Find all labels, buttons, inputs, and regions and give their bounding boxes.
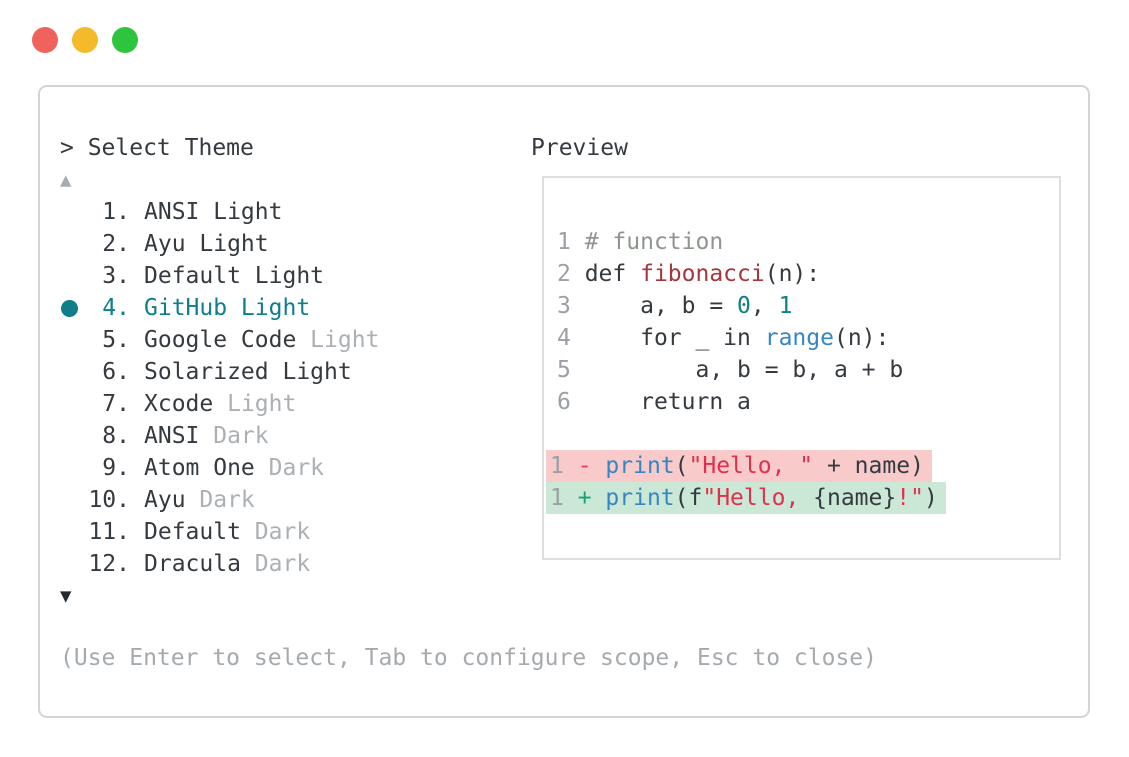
- code-token-comment: # function: [584, 229, 724, 255]
- code-token-text: def: [584, 261, 641, 287]
- theme-item-label: Google Code Light: [144, 327, 380, 353]
- code-line: 3 a, b = 0, 1: [544, 290, 1059, 322]
- code-token-gutter: 1: [557, 229, 585, 255]
- theme-item-number: 2.: [102, 231, 130, 257]
- code-token-builtin: print: [605, 453, 675, 479]
- theme-list-item[interactable]: 3. Default Light: [60, 260, 379, 292]
- code-line: 6 return a: [544, 386, 1059, 418]
- code-line: 1 # function: [544, 226, 1059, 258]
- theme-item-number: 5.: [102, 327, 130, 353]
- theme-list-item[interactable]: 5. Google Code Light: [60, 324, 379, 356]
- theme-item-number: 12.: [88, 551, 130, 577]
- theme-item-label: Default Dark: [144, 519, 311, 545]
- code-token-text: for _ in: [584, 325, 765, 351]
- theme-list-item[interactable]: 6. Solarized Light: [60, 356, 379, 388]
- code-token-gutter: 1: [550, 453, 578, 479]
- code-token-builtin: print: [605, 485, 675, 511]
- theme-item-number: 11.: [88, 519, 130, 545]
- code-token-gutter: 1: [550, 485, 578, 511]
- theme-item-label: Atom One Dark: [144, 455, 325, 481]
- code-token-string: "Hello,: [702, 485, 814, 511]
- theme-item-label: Ayu Dark: [144, 487, 255, 513]
- code-token-builtin: range: [764, 325, 834, 351]
- code-token-text: a, b = b, a + b: [584, 357, 904, 383]
- theme-item-label: ANSI Dark: [144, 423, 269, 449]
- preview-title: Preview: [531, 135, 628, 161]
- diff-lines: 1 - print("Hello, " + name)1 + print(f"H…: [544, 450, 1059, 514]
- theme-list-item[interactable]: 4. GitHub Light: [60, 292, 379, 324]
- theme-item-label: GitHub Light: [144, 295, 311, 321]
- code-token-text: ,: [750, 293, 779, 319]
- code-token-gutter: 5: [557, 357, 585, 383]
- theme-item-number: 4.: [102, 295, 130, 321]
- theme-item-label: Default Light: [144, 263, 325, 289]
- code-token-diff_minus_sign: -: [577, 453, 606, 479]
- theme-item-label: Ayu Light: [144, 231, 269, 257]
- code-token-text: ): [923, 485, 938, 511]
- selected-item-bullet-icon: [60, 299, 88, 317]
- theme-item-number: 9.: [102, 455, 130, 481]
- code-token-string: !": [896, 485, 924, 511]
- minimize-window-icon[interactable]: [72, 27, 98, 53]
- code-token-text: {name}: [813, 485, 897, 511]
- theme-list-item[interactable]: 10. Ayu Dark: [60, 484, 379, 516]
- maximize-window-icon[interactable]: [112, 27, 138, 53]
- theme-item-number: 10.: [88, 487, 130, 513]
- theme-item-label: ANSI Light: [144, 199, 283, 225]
- theme-item-number: 7.: [102, 391, 130, 417]
- select-theme-prompt: > Select Theme: [60, 135, 254, 161]
- theme-list-item[interactable]: 12. Dracula Dark: [60, 548, 379, 580]
- theme-item-number: 3.: [102, 263, 130, 289]
- code-line: 4 for _ in range(n):: [544, 322, 1059, 354]
- theme-list-item[interactable]: 11. Default Dark: [60, 516, 379, 548]
- theme-list-item[interactable]: 2. Ayu Light: [60, 228, 379, 260]
- window-controls: [32, 27, 138, 53]
- code-token-text: (n):: [764, 261, 821, 287]
- code-token-number: 1: [778, 293, 793, 319]
- code-token-gutter: 2: [557, 261, 585, 287]
- keyboard-hint: (Use Enter to select, Tab to configure s…: [60, 645, 877, 671]
- code-token-func: fibonacci: [640, 261, 765, 287]
- theme-item-number: 1.: [102, 199, 130, 225]
- code-token-text: (: [674, 453, 689, 479]
- diff-line-content: 1 + print(f"Hello, {name}!"): [546, 482, 946, 514]
- theme-item-label: Solarized Light: [144, 359, 352, 385]
- code-token-gutter: 3: [557, 293, 585, 319]
- diff-line-plus: 1 + print(f"Hello, {name}!"): [544, 482, 1059, 514]
- theme-list-item[interactable]: 7. Xcode Light: [60, 388, 379, 420]
- code-token-text: a, b =: [584, 293, 738, 319]
- code-token-number: 0: [737, 293, 751, 319]
- code-token-text: (n):: [833, 325, 890, 351]
- code-token-text: (f: [674, 485, 703, 511]
- theme-selector-window: > Select Theme ▲ 1. ANSI Light 2. Ayu Light…: [38, 85, 1090, 718]
- close-window-icon[interactable]: [32, 27, 58, 53]
- theme-list-item[interactable]: 8. ANSI Dark: [60, 420, 379, 452]
- theme-item-label: Xcode Light: [144, 391, 297, 417]
- scroll-up-icon[interactable]: ▲: [60, 169, 72, 191]
- code-token-string: "Hello, ": [688, 453, 814, 479]
- code-token-gutter: 4: [557, 325, 585, 351]
- theme-item-number: 6.: [102, 359, 130, 385]
- code-token-text: return a: [584, 389, 751, 415]
- theme-list-item[interactable]: 1. ANSI Light: [60, 196, 379, 228]
- diff-line-content: 1 - print("Hello, " + name): [546, 450, 932, 482]
- theme-item-number: 8.: [102, 423, 130, 449]
- scroll-down-icon[interactable]: ▼: [60, 585, 72, 607]
- code-line: 2 def fibonacci(n):: [544, 258, 1059, 290]
- theme-list: 1. ANSI Light 2. Ayu Light 3. Default Light 4.…: [60, 196, 379, 580]
- code-token-text: + name): [813, 453, 924, 479]
- code-token-gutter: 6: [557, 389, 585, 415]
- diff-line-minus: 1 - print("Hello, " + name): [544, 450, 1059, 482]
- code-token-diff_plus_sign: +: [577, 485, 606, 511]
- blank-line: [544, 418, 1059, 450]
- theme-list-item[interactable]: 9. Atom One Dark: [60, 452, 379, 484]
- code-line: 5 a, b = b, a + b: [544, 354, 1059, 386]
- theme-item-label: Dracula Dark: [144, 551, 311, 577]
